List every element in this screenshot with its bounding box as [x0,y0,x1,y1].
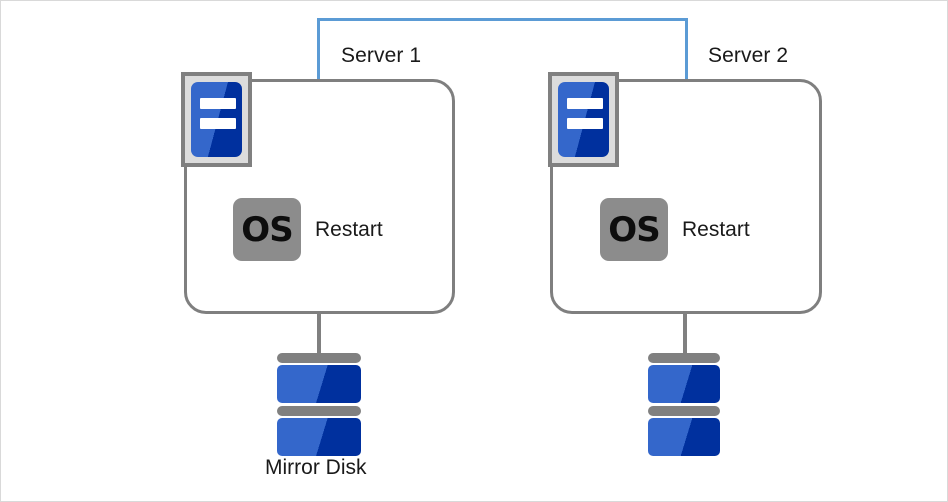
server-machine-body [191,82,242,157]
server-2-os-status-label: Restart [682,217,750,241]
server-1-os-status-label: Restart [315,217,383,241]
server-machine-body [558,82,609,157]
server-1-os-status-group: OS Restart [233,198,383,261]
disk-bar-top [277,353,361,363]
server-2-os-badge: OS [600,198,668,261]
server-1-title: Server 1 [341,44,422,67]
mirror-disk-caption: Mirror Disk [265,456,367,479]
server-machine-slot-icon [200,98,236,109]
server-1-machine-icon [181,72,252,167]
server-machine-slot-icon [200,118,236,129]
interconnect-link-top-segment [317,18,688,21]
server-2-disk-stack-icon [648,353,720,456]
server-2-title: Server 2 [708,44,789,67]
interconnect-link-left-segment [317,18,320,81]
disk-platter-top [648,365,720,403]
disk-bar-middle [648,406,720,416]
server-2-disk-connector [683,313,687,359]
server-1-disk-connector [317,313,321,359]
server-1-os-badge: OS [233,198,301,261]
disk-bar-top [648,353,720,363]
os-badge-label: OS [241,209,293,250]
disk-platter-top [277,365,361,403]
server-machine-slot-icon [567,118,603,129]
server-machine-slot-icon [567,98,603,109]
server-2-os-status-group: OS Restart [600,198,750,261]
disk-platter-bottom [648,418,720,456]
os-badge-label: OS [608,209,660,250]
server-2-machine-icon [548,72,619,167]
server-1-disk-stack-icon [277,353,361,456]
interconnect-link-right-segment [685,18,688,81]
disk-platter-bottom [277,418,361,456]
disk-bar-middle [277,406,361,416]
